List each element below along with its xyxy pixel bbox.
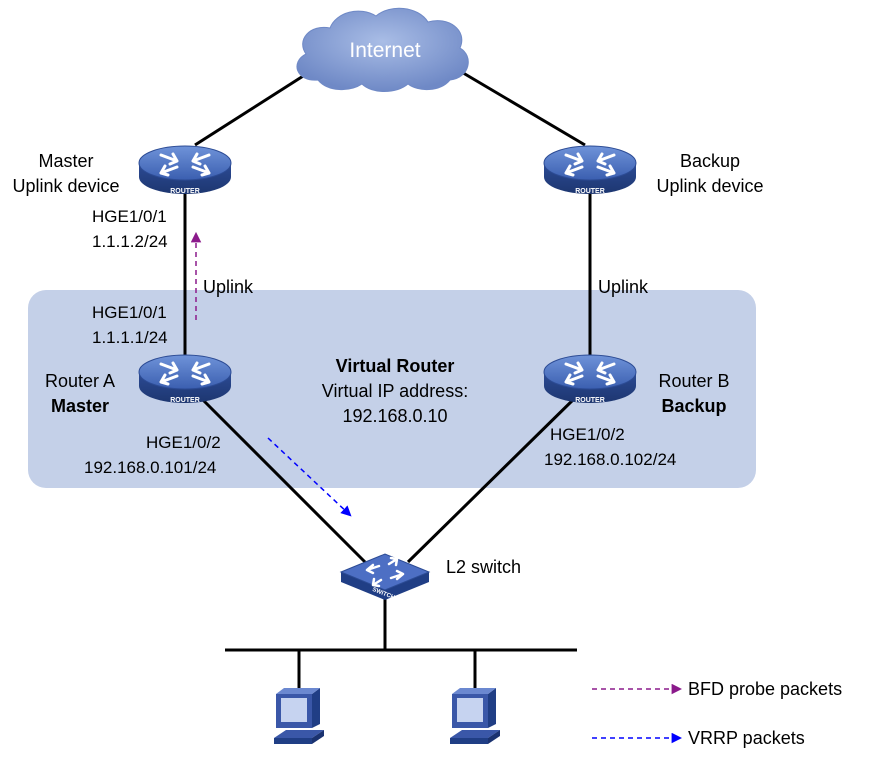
pc-icon — [450, 688, 500, 744]
router-a-uplink-ip: 1.1.1.1/24 — [92, 328, 168, 347]
master-uplink-label-line1: Master — [38, 151, 93, 171]
pc-icon — [274, 688, 324, 744]
link-internet-backup — [447, 62, 586, 147]
master-uplink-ip: 1.1.1.2/24 — [92, 232, 168, 251]
links — [183, 62, 592, 690]
router-b-role: Backup — [661, 396, 726, 416]
link-internet-master — [194, 62, 323, 147]
l2-switch-icon: SWITCH — [339, 553, 431, 601]
master-uplink-label-line2: Uplink device — [12, 176, 119, 196]
router-a-name: Router A — [45, 371, 115, 391]
router-a-icon: ROUTER — [137, 353, 233, 405]
router-badge: ROUTER — [575, 188, 605, 195]
switch-label: L2 switch — [446, 557, 521, 577]
router-a-down-port: HGE1/0/2 — [146, 433, 221, 452]
router-a-uplink-port: HGE1/0/1 — [92, 303, 167, 322]
router-badge: ROUTER — [170, 188, 200, 195]
backup-uplink-router-icon: ROUTER — [542, 144, 638, 196]
virtual-router-title: Virtual Router — [336, 356, 455, 376]
legend-vrrp-label: VRRP packets — [688, 728, 805, 748]
vrrp-packet-arrow — [267, 437, 352, 517]
router-b-icon: ROUTER — [542, 353, 638, 405]
uplink-label-left: Uplink — [203, 277, 254, 297]
uplink-label-right: Uplink — [598, 277, 649, 297]
router-a-role: Master — [51, 396, 109, 416]
link-routerb-switch — [406, 393, 580, 564]
internet-label: Internet — [349, 39, 420, 62]
router-b-down-port: HGE1/0/2 — [550, 425, 625, 444]
legend: BFD probe packets VRRP packets — [592, 679, 842, 748]
router-badge: ROUTER — [170, 397, 200, 404]
router-a-down-ip: 192.168.0.101/24 — [84, 458, 216, 477]
virtual-router-region — [28, 290, 756, 488]
master-uplink-port: HGE1/0/1 — [92, 207, 167, 226]
legend-bfd-label: BFD probe packets — [688, 679, 842, 699]
virtual-router-subtitle: Virtual IP address: — [322, 381, 468, 401]
internet-cloud-icon: Internet — [296, 7, 469, 92]
virtual-router-ip: 192.168.0.10 — [342, 406, 447, 426]
router-b-name: Router B — [658, 371, 729, 391]
router-b-down-ip: 192.168.0.102/24 — [544, 450, 676, 469]
backup-uplink-label-line2: Uplink device — [656, 176, 763, 196]
link-routera-switch — [196, 393, 367, 564]
router-badge: ROUTER — [575, 397, 605, 404]
master-uplink-router-icon: ROUTER — [137, 144, 233, 196]
backup-uplink-label-line1: Backup — [680, 151, 740, 171]
